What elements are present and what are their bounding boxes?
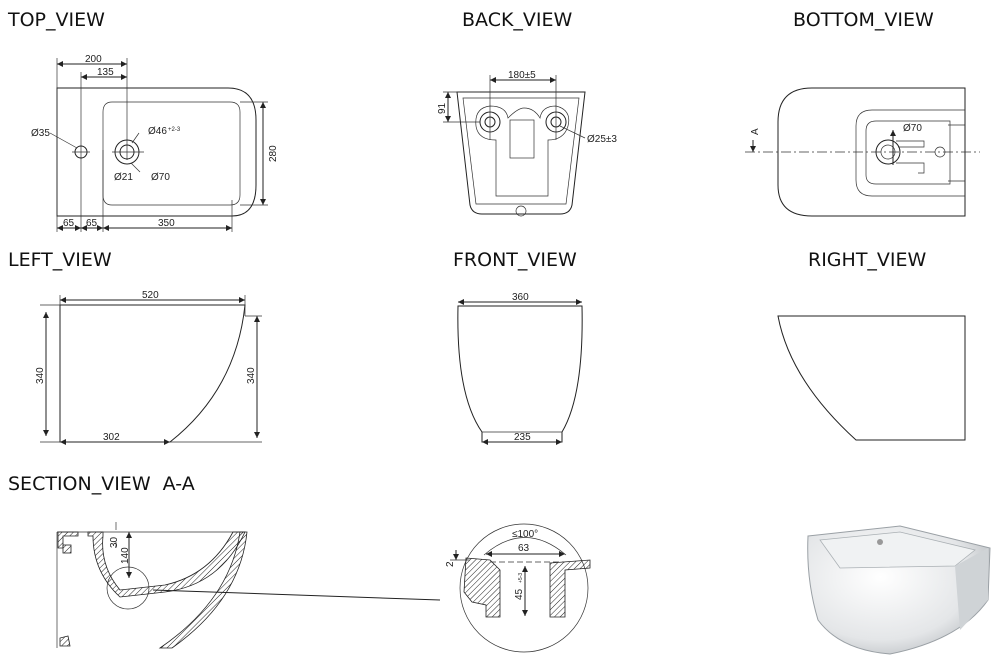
right-view-title: RIGHT_VIEW	[808, 249, 927, 271]
dim-65-a: 65	[63, 218, 75, 229]
dim-302: 302	[103, 432, 120, 443]
dim-d21: Ø21	[114, 172, 133, 183]
left-view-drawing	[40, 295, 262, 445]
front-view-drawing	[457, 299, 583, 445]
front-view-title: FRONT_VIEW	[453, 249, 577, 271]
left-view-title: LEFT_VIEW	[8, 249, 112, 271]
section-view-drawing	[56, 522, 441, 649]
dim-30: 30	[109, 536, 120, 548]
bottom-view-title: BOTTOM_VIEW	[793, 9, 934, 31]
dim-45-tolerance: +5-3	[518, 573, 524, 583]
dim-340-right: 340	[246, 367, 257, 384]
dim-d70-bottom: Ø70	[903, 123, 922, 134]
section-view-title: SECTION_VIEW A-A	[8, 473, 195, 495]
dim-280: 280	[268, 145, 279, 162]
right-view-drawing	[777, 315, 966, 441]
top-view-title: TOP_VIEW	[7, 9, 105, 31]
top-view-drawing	[49, 58, 268, 232]
dim-d46-tolerance: +2-3	[168, 127, 181, 133]
dim-91: 91	[437, 102, 448, 114]
dim-520: 520	[142, 290, 159, 301]
dim-d25: Ø25±3	[587, 134, 617, 145]
product-render-image	[807, 525, 991, 655]
dim-angle-100: ≤100°	[512, 529, 538, 540]
dim-140: 140	[120, 547, 131, 564]
dim-63: 63	[518, 543, 530, 554]
dim-180: 180±5	[508, 70, 536, 81]
dim-135: 135	[97, 67, 114, 78]
section-detail-drawing	[450, 523, 591, 653]
back-view-drawing	[443, 75, 586, 217]
dim-200: 200	[85, 54, 102, 65]
dim-45: 45	[514, 588, 525, 600]
dim-2: 2	[445, 561, 456, 567]
dim-340-left: 340	[35, 367, 46, 384]
dim-d35: Ø35	[31, 128, 50, 139]
dim-d70: Ø70	[151, 172, 170, 183]
bottom-view-drawing	[745, 87, 980, 217]
dim-235: 235	[514, 432, 531, 443]
back-view-title: BACK_VIEW	[462, 9, 573, 31]
section-marker-a: A	[750, 128, 761, 135]
dim-d46: Ø46	[148, 126, 167, 137]
dim-65-b: 65	[86, 218, 98, 229]
dim-360: 360	[512, 292, 529, 303]
dim-350: 350	[158, 218, 175, 229]
